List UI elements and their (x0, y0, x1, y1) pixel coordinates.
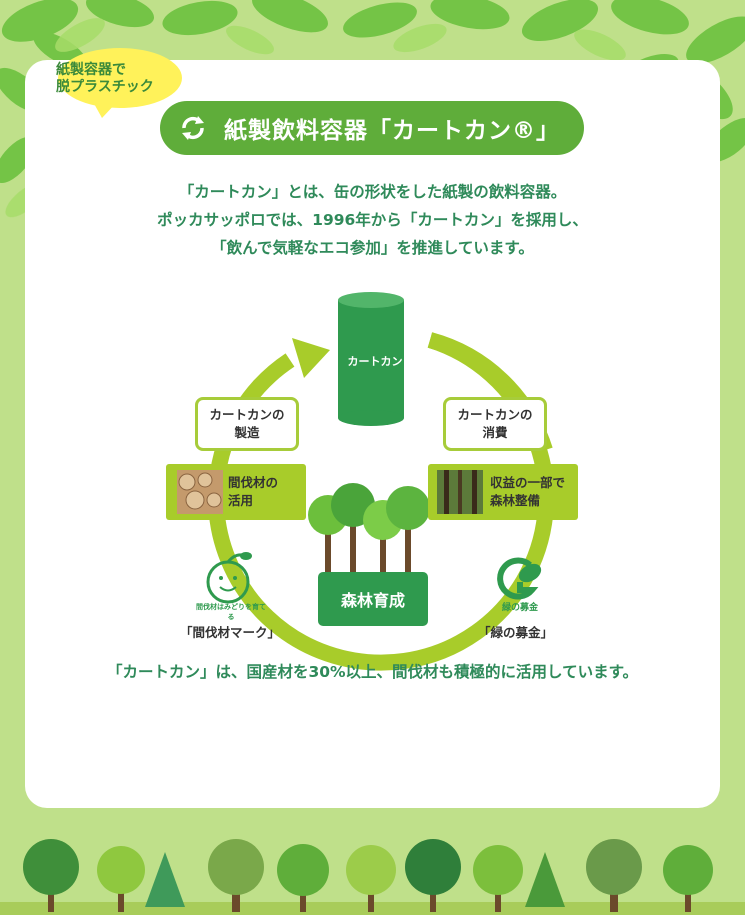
badge-line1: 紙製容器で (56, 62, 126, 78)
intro-line: ポッカサッポロでは、1996年から「カートカン」を採用し、 (157, 211, 588, 229)
donation-box: 収益の一部で 森林整備 (428, 464, 578, 520)
badge-text: 紙製容器で 脱プラスチック (56, 62, 176, 96)
thinning-line2: 活用 (228, 493, 254, 508)
carton-can-icon (338, 292, 404, 426)
manufacture-line1: カートカンの (209, 407, 285, 422)
page-title: 紙製飲料容器「カートカン®」 (224, 118, 560, 144)
consumption-line2: 消費 (482, 425, 508, 440)
thinning-box: 間伐材の 活用 (166, 464, 306, 520)
thinning-mark-text: 間伐材はみどりを育てる (196, 603, 266, 621)
intro-text: 「カートカン」とは、缶の形状をした紙製の飲料容器。 ポッカサッポロでは、1996… (60, 178, 685, 262)
green-fund-mark-icon (497, 557, 542, 600)
title-pill: 紙製飲料容器「カートカン®」 (160, 101, 584, 155)
intro-line: 「飲んで気軽なエコ参加」を推進しています。 (211, 239, 534, 257)
intro-line: 「カートカン」とは、缶の形状をした紙製の飲料容器。 (178, 183, 567, 201)
forest-growth-box: 森林育成 (318, 572, 428, 626)
can-label: カートカン (347, 355, 403, 368)
manufacture-box: カートカンの 製造 (195, 397, 299, 451)
green-fund-mark-text: 緑の募金 (501, 603, 538, 613)
green-fund-caption: 「緑の募金」 (478, 625, 554, 640)
tree-row-decoration (0, 839, 745, 915)
thinning-mark-icon (206, 552, 252, 604)
badge-line2: 脱プラスチック (56, 79, 154, 95)
cycle-arrow-icon (292, 338, 330, 378)
recycle-icon (182, 116, 204, 140)
donation-line1: 収益の一部で (490, 475, 566, 490)
donation-line2: 森林整備 (490, 493, 541, 508)
manufacture-line2: 製造 (234, 425, 260, 440)
thinning-line1: 間伐材の (228, 475, 279, 490)
bottom-note: 「カートカン」は、国産材を30%以上、間伐材も積極的に活用しています。 (106, 663, 639, 681)
content-card (25, 60, 720, 808)
thinning-mark-caption: 「間伐材マーク」 (180, 625, 281, 640)
consumption-line1: カートカンの (457, 407, 533, 422)
badge-bubble (58, 48, 182, 118)
forest-trees-icon (308, 483, 430, 575)
consumption-box: カートカンの 消費 (443, 397, 547, 451)
